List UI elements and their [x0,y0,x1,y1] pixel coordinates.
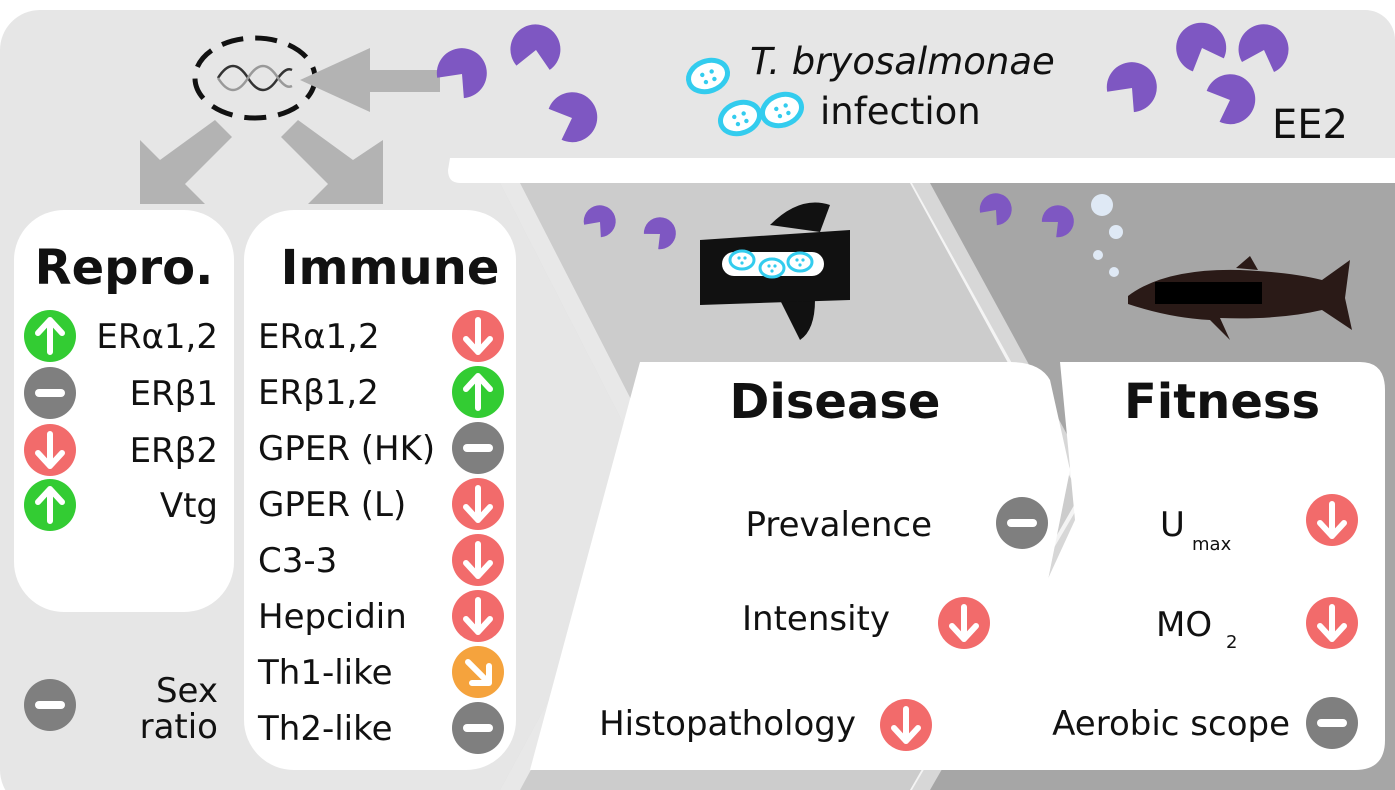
fitness-row: Aerobic scope [1052,697,1358,749]
repro-title: Repro. [35,240,214,296]
pathway-arrows [140,48,440,204]
fitness-label-sub: max [1192,534,1232,555]
fitness-list: U max MO 2 Aerobic scope [1052,494,1358,749]
disease-row: Histopathology [599,699,932,751]
repro-label: ERβ1 [130,374,218,414]
immune-label: GPER (HK) [258,429,435,469]
immune-label: ERβ1,2 [258,373,379,413]
disease-list: Prevalence Intensity Histopathology [599,497,1048,751]
immune-row: GPER (L) [258,478,504,530]
fitness-label: MO [1156,605,1212,645]
repro-row: ERβ1 [24,367,218,419]
repro-list: ERα1,2 ERβ1 ERβ2 Vtg [24,310,218,531]
immune-label: Hepcidin [258,597,407,637]
sex-ratio-row: Sex ratio [24,671,218,747]
repro-label: Vtg [160,486,218,526]
fitness-title: Fitness [1124,374,1320,430]
immune-label: GPER (L) [258,485,406,525]
sex-ratio-label-2: ratio [140,707,218,747]
repro-label: ERα1,2 [96,317,218,357]
fitness-row: U max [1160,494,1358,555]
immune-row: Hepcidin [258,590,504,642]
disease-title: Disease [730,374,941,430]
disease-label: Intensity [742,599,890,639]
repro-row: Vtg [24,479,218,531]
arrow-down-right [281,120,383,204]
arrow-down-left [140,120,232,204]
sex-ratio-label-1: Sex [156,671,218,711]
disease-card [530,362,1070,770]
immune-label: ERα1,2 [258,317,380,357]
disease-row: Intensity [742,597,990,649]
fitness-card [960,362,1385,770]
fitness-row: MO 2 [1156,597,1358,653]
immune-label: Th2-like [257,709,393,749]
immune-row: GPER (HK) [258,422,504,474]
repro-label: ERβ2 [130,431,218,471]
immune-row: ERα1,2 [258,310,504,362]
arrow-left [300,48,440,112]
pathogen-name: T. bryosalmonae [750,40,1055,83]
immune-row: ERβ1,2 [258,366,504,418]
immune-row: C3-3 [258,534,504,586]
header-divider [448,158,1395,183]
header-band [448,10,1395,180]
fish-swimming-icon [975,188,1352,340]
disease-row: Prevalence [745,497,1048,549]
immune-label: Th1-like [257,653,393,693]
immune-card [244,210,516,770]
immune-row: Th1-like [257,646,504,698]
fitness-label: U [1160,505,1185,545]
disease-label: Prevalence [745,505,932,545]
ee2-label: EE2 [1272,102,1348,148]
disease-label: Histopathology [599,704,856,744]
immune-label: C3-3 [258,541,337,581]
infection-label: infection [820,90,981,133]
immune-list: ERα1,2 ERβ1,2 GPER (HK) GPER (L) C3-3 He… [257,310,504,754]
repro-row: ERβ2 [24,424,218,476]
fitness-label: Aerobic scope [1052,704,1290,744]
fitness-label-sub: 2 [1226,632,1237,653]
immune-title: Immune [281,240,500,296]
repro-row: ERα1,2 [24,310,218,362]
fish-kidney-icon [579,200,850,340]
immune-row: Th2-like [257,702,504,754]
